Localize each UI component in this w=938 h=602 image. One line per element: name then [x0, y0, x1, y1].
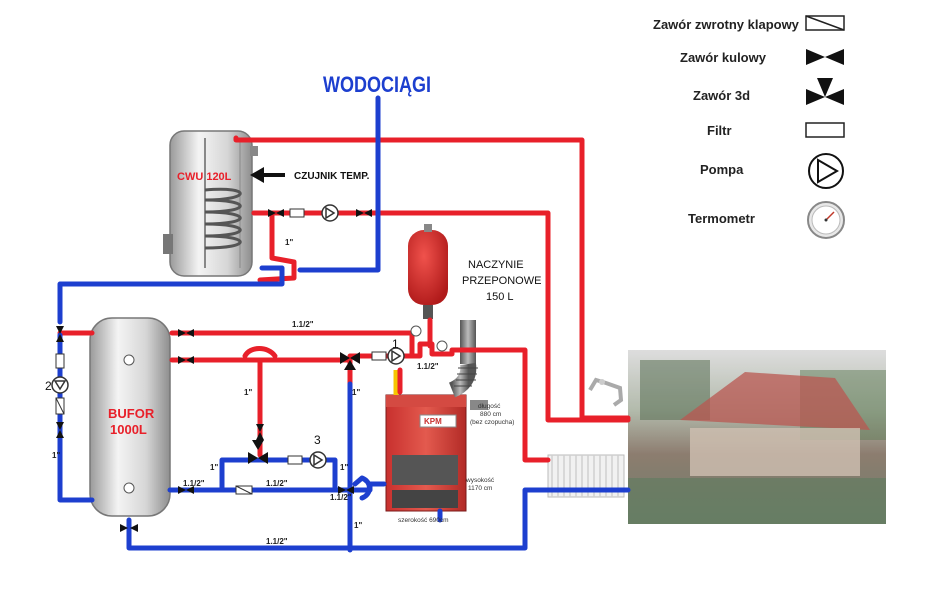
- pipe-label: 1.1/2": [417, 362, 439, 371]
- pipe-label: 1.1/2": [266, 537, 288, 546]
- pump-icon: [808, 153, 844, 189]
- pipe-label: 1.1/2": [183, 479, 205, 488]
- hot-pipes: [57, 135, 631, 463]
- buffer-tank: [89, 317, 171, 517]
- faucet: [588, 377, 624, 407]
- pipe-label: 1": [52, 451, 60, 460]
- boiler-length-1: długość: [478, 403, 501, 410]
- legend-filter-label: Filtr: [707, 123, 732, 138]
- cwu-tank: [163, 130, 258, 277]
- pump-number-2: 2: [45, 379, 52, 393]
- buffer-label-1: BUFOR: [108, 406, 155, 421]
- ball-valve-icon: [806, 49, 844, 65]
- filter-icon: [805, 122, 845, 138]
- house-photo: [628, 350, 886, 524]
- page-title: WODOCIĄGI: [323, 72, 431, 97]
- vessel-label-3: 150 L: [486, 291, 514, 303]
- legend-check-valve-label: Zawór zwrotny klapowy: [653, 17, 800, 32]
- boiler: [385, 370, 488, 512]
- boiler-height-2: 1170 cm: [468, 485, 492, 492]
- pump-number-1: 1: [392, 337, 399, 351]
- pipe-label: 1.1/2": [266, 479, 288, 488]
- legend-three-way-label: Zawór 3d: [693, 88, 750, 103]
- boiler-height-1: wysokość: [465, 477, 495, 484]
- cwu-label: CWU 120L: [177, 171, 232, 183]
- pipe-label: 1.1/2": [330, 493, 352, 502]
- sensor-label: CZUJNIK TEMP.: [294, 171, 370, 182]
- pump-number-3: 3: [314, 433, 321, 447]
- legend-ball-valve-label: Zawór kulowy: [680, 50, 767, 65]
- legend-pump-label: Pompa: [700, 162, 744, 177]
- legend-thermometer-label: Termometr: [688, 211, 755, 226]
- pipe-label: 1": [244, 388, 252, 397]
- inline-fittings: [51, 167, 448, 532]
- boiler-length-2: 880 cm: [480, 411, 501, 418]
- boiler-width: szerokość 690cm: [398, 517, 449, 524]
- legend: Zawór zwrotny klapowy Zawór kulowy Zawór…: [653, 15, 845, 239]
- flue-pipe: [448, 320, 478, 398]
- thermometer-icon: [807, 201, 845, 239]
- check-valve-icon: [805, 15, 845, 31]
- vessel-label-2: PRZEPONOWE: [462, 275, 541, 287]
- boiler-brand: KPM: [424, 417, 442, 426]
- pipe-label: 1": [340, 463, 348, 472]
- pipe-label: 1": [354, 521, 362, 530]
- pipe-label: 1": [210, 463, 218, 472]
- boiler-length-3: (bez czopucha): [470, 419, 514, 426]
- vessel-label-1: NACZYNIE: [468, 259, 524, 271]
- expansion-vessel: [408, 224, 448, 319]
- cold-pipes: [57, 95, 631, 553]
- pipe-label: 1": [352, 388, 360, 397]
- pipe-label: 1": [285, 238, 293, 247]
- three-way-valve-icon: [806, 78, 844, 105]
- buffer-label-2: 1000L: [110, 422, 147, 437]
- pipe-label: 1.1/2": [292, 320, 314, 329]
